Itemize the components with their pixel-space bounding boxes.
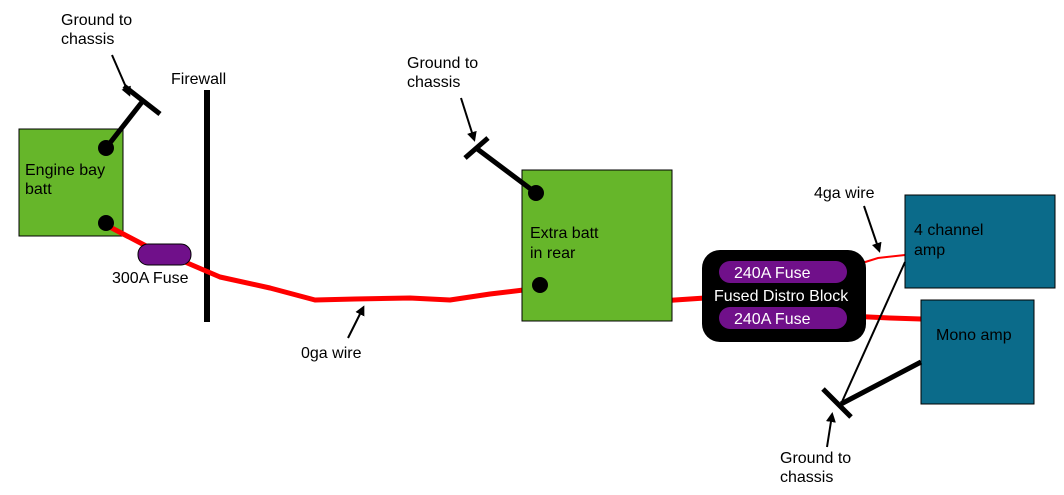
extra-battery — [521, 169, 673, 322]
wire-0ga-arrow — [347, 305, 365, 339]
wire-4ga-label: 4ga wire — [814, 185, 875, 202]
engine-batt-ground-terminal — [98, 140, 114, 156]
engine-bay-battery-label-line1: Engine bay — [25, 162, 105, 179]
amp-4-channel — [904, 194, 1056, 289]
ground-label-top-left-line2: chassis — [61, 31, 114, 48]
engine-batt-positive-terminal — [98, 215, 114, 231]
ground-arrow-top-middle — [460, 97, 477, 142]
extra-batt-positive-terminal — [532, 277, 548, 293]
ground-symbol-bottom-right — [821, 387, 853, 419]
engine-bay-battery-label-line2: batt — [25, 181, 52, 198]
extra-battery-label: Extra batt in rear — [530, 225, 603, 262]
extra-battery-label-line2: in rear — [530, 245, 576, 262]
ground-label-top-middle: Ground to chassis — [407, 55, 483, 91]
amp-4-channel-label: 4 channel amp — [914, 222, 988, 259]
fuse-240a-top-label: 240A Fuse — [734, 265, 811, 282]
ground-label-bottom-right-line1: Ground to — [780, 450, 851, 467]
amp-mono — [920, 299, 1035, 405]
ground-arrow-top-left — [111, 54, 131, 97]
fuse-300a-label: 300A Fuse — [112, 270, 189, 287]
ground-wire-extra-batt — [474, 146, 538, 195]
distro-block-label: Fused Distro Block — [714, 288, 849, 305]
extra-battery-label-line1: Extra batt — [530, 225, 599, 242]
ground-symbol-top-middle — [463, 136, 490, 160]
ground-symbol-top-left — [122, 84, 162, 116]
ground-wire-4ch-amp — [840, 261, 906, 405]
ground-label-top-middle-line2: chassis — [407, 74, 460, 91]
ground-arrow-bottom-right — [825, 412, 836, 448]
firewall-label: Firewall — [171, 71, 226, 88]
ground-label-top-left-line1: Ground to — [61, 12, 132, 29]
fuse-300a — [137, 243, 192, 266]
wire-0ga-label: 0ga wire — [301, 345, 362, 362]
engine-bay-battery-label: Engine bay batt — [25, 162, 110, 198]
extra-batt-ground-terminal — [528, 185, 544, 201]
ground-wire-mono-amp — [839, 359, 923, 407]
wire-4ga-arrow — [863, 205, 882, 253]
ground-wire-engine-batt — [104, 100, 144, 150]
ground-label-top-middle-line1: Ground to — [407, 55, 478, 72]
ground-label-top-left: Ground to chassis — [61, 12, 137, 48]
fuse-240a-top — [719, 261, 847, 283]
ground-label-bottom-right: Ground to chassis — [780, 450, 856, 486]
fuse-240a-bottom-label: 240A Fuse — [734, 311, 811, 328]
fuse-240a-bottom — [719, 307, 847, 329]
amp-mono-label: Mono amp — [936, 327, 1012, 344]
amp-4-channel-label-line1: 4 channel — [914, 222, 983, 239]
amp-4-channel-label-line2: amp — [914, 242, 945, 259]
ground-label-bottom-right-line2: chassis — [780, 469, 833, 486]
